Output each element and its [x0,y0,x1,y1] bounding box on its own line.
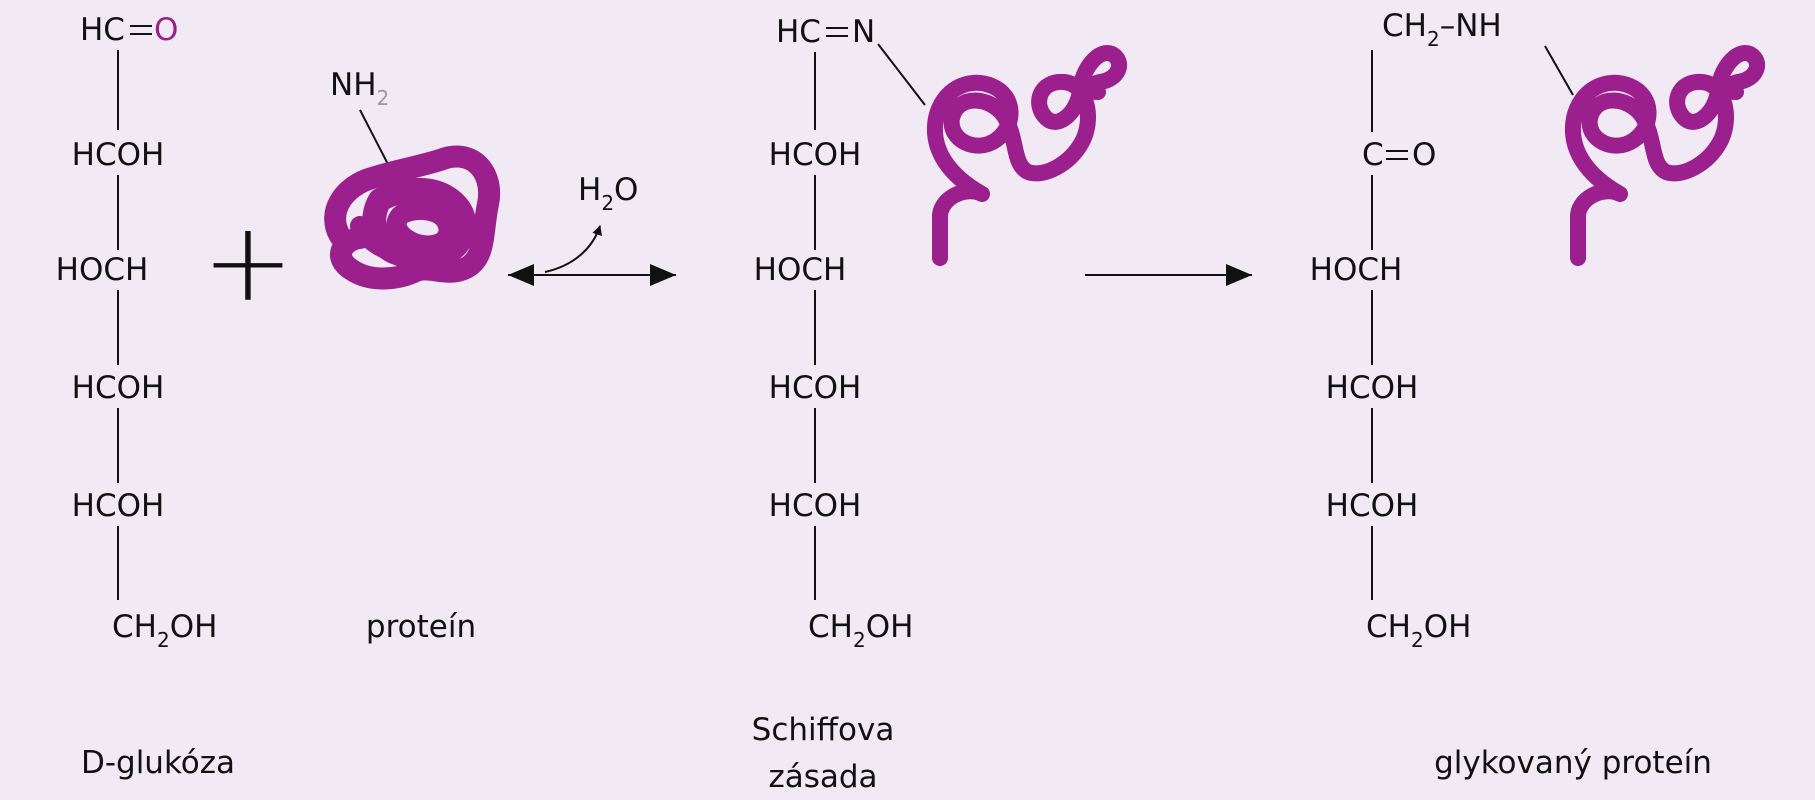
glucose-aldehyde-oxygen: O [154,12,178,48]
glucose-label: D-glukóza [81,745,235,781]
folded-protein-icon [324,145,501,290]
svg-text:+: + [202,198,294,326]
glycated-carbonyl-c: C [1362,137,1384,173]
protein-amine-bond [359,109,393,173]
left-arrowhead [508,264,534,286]
schiff-hc: HC [776,14,821,50]
schiff-n-protein-bond [877,43,926,106]
schiff-label-line2: zásada [768,759,877,795]
schiff-nitrogen: N [852,14,875,50]
glucose-aldehyde-hc: HC [80,12,125,48]
schiff-c4: HCOH [769,370,862,406]
glycated-carbonyl-o: O [1412,137,1436,173]
glucose-c5: HCOH [72,488,165,524]
unfolded-protein-icon [927,45,1128,266]
glucose-c3: HOCH [56,252,149,288]
glycated-c5: HCOH [1326,488,1419,524]
schiff-c3: HOCH [754,252,847,288]
glucose-c4: HCOH [72,370,165,406]
d-glucose-structure: HC O HCOH HOCH HCOH HCOH CH2OH [56,12,218,652]
schiff-ch2oh: CH2OH [808,609,913,652]
glycated-ch2oh: CH2OH [1366,609,1471,652]
schiff-base-structure: HC N HCOH HOCH HCOH HCOH CH2OH [754,14,926,652]
glycated-label: glykovaný proteín [1434,745,1712,781]
glucose-ch2oh: CH2OH [112,609,217,652]
reversible-arrow [508,225,676,286]
protein-label: proteín [366,609,476,645]
glycated-protein-icon [1565,45,1766,266]
schiff-label-line1: Schiffova [752,712,895,748]
plus-sign: + [202,198,294,326]
water-release-arrow [544,225,602,273]
glucose-c2: HCOH [72,137,165,173]
water-label: H2O [578,172,638,215]
right-arrowhead [650,264,676,286]
schiff-c5: HCOH [769,488,862,524]
schiff-c2: HCOH [769,137,862,173]
glycated-protein-structure: CH2–NH C O HOCH HCOH HCOH CH2OH [1310,8,1574,652]
protein-structure: NH2 [324,67,501,290]
protein-amino-group: NH2 [330,67,389,110]
glycated-ch2-nh: CH2–NH [1382,8,1502,51]
glycated-c3: HOCH [1310,252,1403,288]
glycated-c4: HCOH [1326,370,1419,406]
glycated-nh-protein-bond [1544,45,1574,96]
forward-arrow [1085,264,1252,286]
